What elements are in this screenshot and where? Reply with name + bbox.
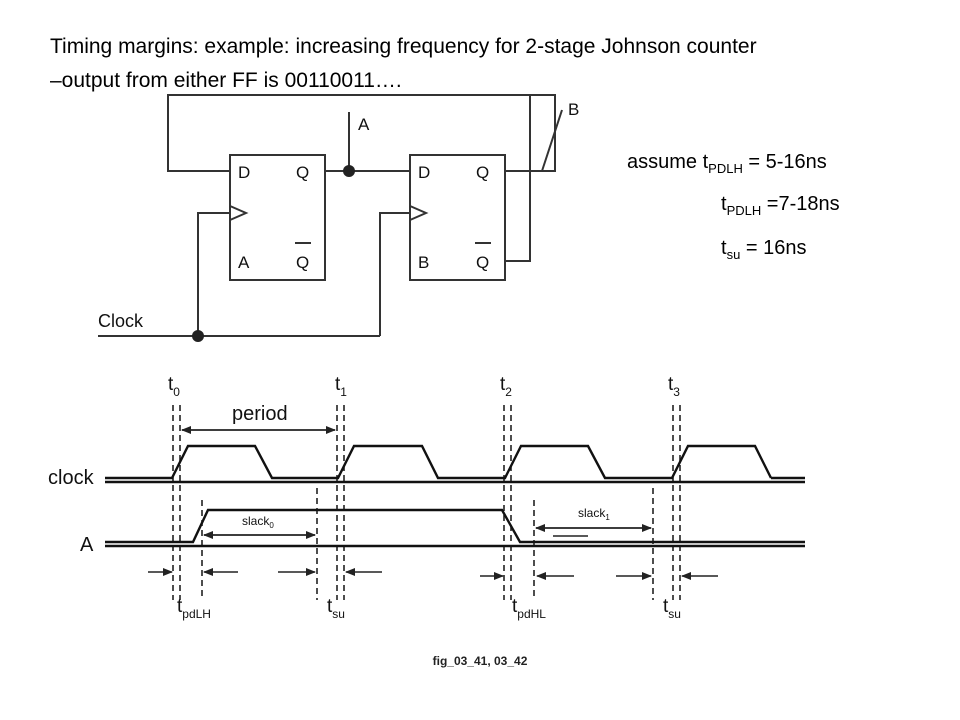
- bottom-delay-arrows: [148, 568, 718, 580]
- a-waveform: [105, 508, 805, 548]
- assume-lead: assume: [627, 151, 703, 173]
- assume-tpdlh2-value: =7-18ns: [761, 193, 840, 215]
- ff-b-d-label: D: [418, 163, 430, 182]
- assume-tpdlh-sub: PDLH: [708, 161, 743, 176]
- slack1-label: slack1: [578, 506, 610, 522]
- qbar-b-wire: [505, 95, 531, 262]
- ff-b-clock-triangle: [409, 205, 429, 221]
- johnson-counter-circuit: [98, 94, 563, 337]
- ff-a-clock-triangle: [229, 205, 249, 221]
- junction-dot-a: [343, 165, 355, 177]
- output-b-label: B: [568, 100, 579, 119]
- slack0-label: slack0: [242, 514, 274, 530]
- flip-flop-b: [409, 154, 506, 281]
- clock-wire-ff-b: [379, 212, 410, 336]
- ff-b-name-label: B: [418, 253, 429, 272]
- clock-wire-ff-a: [197, 212, 230, 336]
- clock-waveform: [105, 444, 805, 484]
- flip-flop-a: [229, 154, 326, 281]
- figure-caption: fig_03_41, 03_42: [432, 654, 528, 668]
- ff-b-qbar-label: Q: [476, 253, 489, 272]
- assumption-tpdlh-2: tPDLH =7-18ns: [721, 192, 840, 218]
- assume-tpdlh2-sub: PDLH: [726, 203, 762, 218]
- period-label: period: [232, 403, 288, 425]
- ff-a-q-label: Q: [296, 163, 309, 182]
- marker-t2: t2: [500, 374, 512, 399]
- label-tsu-1: tsu: [327, 596, 345, 621]
- assume-tpdlh-value: = 5-16ns: [742, 151, 827, 173]
- feedback-wire: [167, 94, 556, 172]
- ff-a-name-label: A: [238, 253, 250, 272]
- output-a-label: A: [358, 115, 370, 134]
- assumption-tsu: tsu = 16ns: [721, 236, 807, 262]
- ff-a-qbar-label: Q: [296, 253, 309, 272]
- label-tpdlh: tpdLH: [177, 596, 211, 621]
- assume-tsu-sub: su: [726, 247, 741, 262]
- label-tsu-2: tsu: [663, 596, 681, 621]
- assume-tpdlh2-t: t: [721, 193, 727, 215]
- a-waveform-label: A: [80, 534, 94, 556]
- assume-tpdlh-t: t: [702, 151, 709, 173]
- assume-tsu-value: = 16ns: [740, 237, 807, 259]
- marker-t3: t3: [668, 374, 680, 399]
- assume-tsu-t: t: [721, 237, 727, 259]
- label-tpdhl: tpdHL: [512, 596, 546, 621]
- clock-waveform-label: clock: [48, 467, 95, 489]
- title-line-1: Timing margins: example: increasing freq…: [50, 35, 757, 58]
- assumption-tpdlh: assume tPDLH = 5-16ns: [627, 150, 827, 176]
- output-b-wire: [541, 109, 563, 172]
- junction-dot-clock: [192, 330, 204, 342]
- ff-b-q-label: Q: [476, 163, 489, 182]
- ff-a-d-label: D: [238, 163, 250, 182]
- clock-input-label: Clock: [98, 311, 144, 331]
- timing-guide-lines: [172, 405, 681, 600]
- title-line-2: –output from either FF is 00110011….: [50, 69, 402, 92]
- marker-t0: t0: [168, 374, 180, 399]
- marker-t1: t1: [335, 374, 347, 399]
- slide-title: Timing margins: example: increasing freq…: [50, 30, 910, 98]
